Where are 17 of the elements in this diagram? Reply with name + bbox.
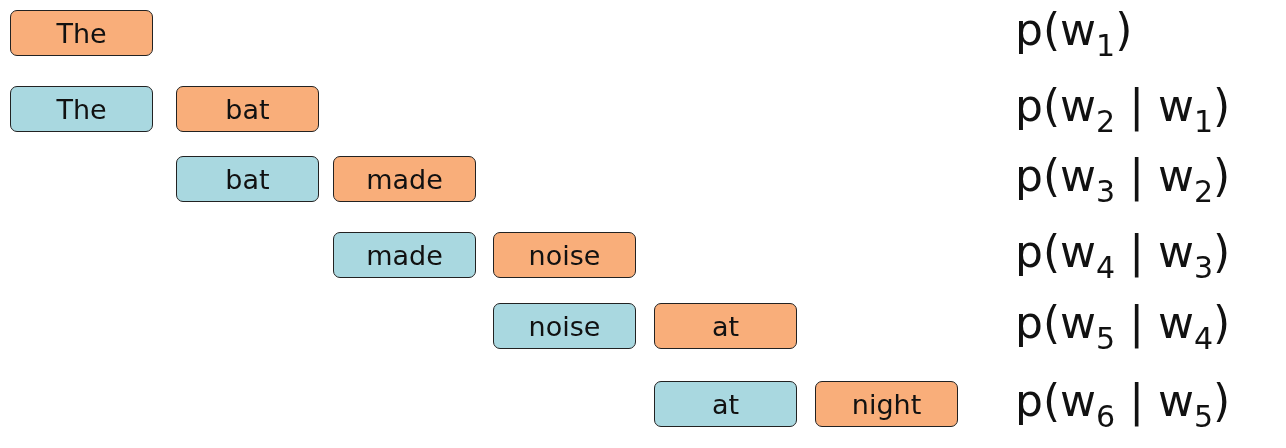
context-word-box: The [10, 86, 153, 132]
probability-formula: p(w$_{4}$ | w$_{3}$) [1015, 230, 1231, 283]
target-word-box: The [10, 10, 153, 56]
probability-formula: p(w$_{2}$ | w$_{1}$) [1015, 84, 1231, 137]
context-word-box: noise [493, 303, 636, 349]
target-word-box: noise [493, 232, 636, 278]
target-word-box: made [333, 156, 476, 202]
probability-formula: p(w$_{1}$) [1015, 8, 1133, 61]
context-word-box: made [333, 232, 476, 278]
probability-formula: p(w$_{5}$ | w$_{4}$) [1015, 301, 1231, 354]
context-word-box: bat [176, 156, 319, 202]
context-word-box: at [654, 381, 797, 427]
target-word-box: bat [176, 86, 319, 132]
probability-formula: p(w$_{6}$ | w$_{5}$) [1015, 379, 1231, 432]
target-word-box: at [654, 303, 797, 349]
probability-formula: p(w$_{3}$ | w$_{2}$) [1015, 154, 1231, 207]
target-word-box: night [815, 381, 958, 427]
